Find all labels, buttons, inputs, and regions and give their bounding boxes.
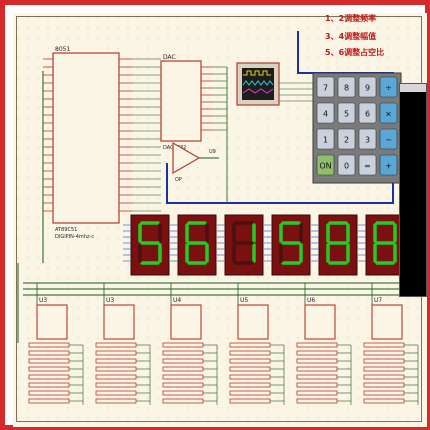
seven-segment-digit: [123, 214, 170, 276]
keypad-key-label: 3: [365, 136, 370, 145]
keypad-key-label: 4: [323, 110, 328, 119]
keypad-key[interactable]: 2: [337, 128, 356, 150]
mcu-part: AT89C51: [55, 227, 77, 233]
mcu-ref: 8051: [55, 46, 70, 53]
counter-ref: U7: [374, 297, 382, 304]
counter-chip[interactable]: U5: [229, 283, 285, 405]
keypad-key-label: −: [385, 136, 392, 145]
keypad-key[interactable]: 3: [358, 128, 377, 150]
seven-segment-digit: [311, 214, 358, 276]
keypad-key[interactable]: =: [358, 154, 377, 176]
keypad-key[interactable]: 4: [316, 102, 335, 124]
oscilloscope-window[interactable]: [399, 83, 427, 297]
keypad-key[interactable]: 1: [316, 128, 335, 150]
keypad-key[interactable]: ×: [379, 102, 398, 124]
keypad-key-label: 1: [323, 136, 328, 145]
note-amplitude: 3、4调整幅值: [325, 32, 377, 41]
oscilloscope-thumbnail[interactable]: [236, 62, 280, 106]
counter-chip[interactable]: U3: [95, 283, 151, 405]
keypad-key[interactable]: −: [379, 128, 398, 150]
keypad-key[interactable]: 8: [337, 76, 356, 98]
counter-chip[interactable]: U7: [363, 283, 419, 405]
keypad-key-label: 9: [365, 84, 370, 93]
keypad-key[interactable]: +: [379, 154, 398, 176]
keypad-key-label: 0: [344, 162, 349, 171]
seven-segment-digit: [264, 214, 311, 276]
keypad-key-label: ÷: [385, 84, 392, 93]
counter-chips: U3 U3 U4 U5 U6 U7: [28, 283, 419, 405]
seven-segment-digit: [217, 214, 264, 276]
keypad-key[interactable]: 7: [316, 76, 335, 98]
keypad-key[interactable]: ON: [316, 154, 335, 176]
counter-ref: U3: [39, 297, 47, 304]
keypad-key-label: 6: [365, 110, 370, 119]
note-frequency: 1、2调整频率: [325, 14, 377, 23]
oscilloscope-titlebar[interactable]: [400, 84, 426, 92]
keypad-key-label: +: [385, 162, 392, 171]
opamp[interactable]: U9 OP: [172, 141, 219, 183]
mcu-chip[interactable]: 8051 AT89C51 DIGIPIN-4mhz-c: [43, 46, 161, 240]
keypad-key-label: =: [364, 162, 371, 171]
keypad-key-label: 7: [323, 84, 328, 93]
counter-ref: U4: [173, 297, 181, 304]
keypad-key[interactable]: 6: [358, 102, 377, 124]
opamp-ref: U9: [209, 149, 216, 155]
schematic-sheet: 1、2调整频率 3、4调整幅值 5、6调整占空比 8051 AT89C51 DI…: [13, 13, 427, 427]
seven-segment-digit: [170, 214, 217, 276]
keypad-key-label: 5: [344, 110, 349, 119]
note-duty-cycle: 5、6调整占空比: [325, 48, 385, 57]
keypad-key-label: 2: [344, 136, 349, 145]
opamp-part: OP: [175, 177, 182, 183]
keypad-key[interactable]: 0: [337, 154, 356, 176]
keypad-key-label: ON: [319, 162, 331, 171]
keypad-key[interactable]: ÷: [379, 76, 398, 98]
keypad-key-label: ×: [385, 110, 392, 119]
counter-ref: U3: [106, 297, 114, 304]
counter-chip[interactable]: U6: [296, 283, 352, 405]
seven-segment-displays: [123, 214, 405, 276]
counter-ref: U6: [307, 297, 315, 304]
keypad-key[interactable]: 9: [358, 76, 377, 98]
dac-ref: DAC: [163, 54, 176, 61]
seven-segment-digit: [358, 214, 405, 276]
schematic-canvas: 8051 AT89C51 DIGIPIN-4mhz-c DAC DAC0832 …: [17, 31, 419, 405]
mcu-footer: DIGIPIN-4mhz-c: [55, 234, 94, 240]
counter-ref: U5: [240, 297, 248, 304]
keypad: 7 8 9 ÷ 4 5 6 × 1 2 3 − ON 0 = +: [312, 72, 402, 184]
counter-chip[interactable]: U3: [28, 283, 84, 405]
keypad-key[interactable]: 5: [337, 102, 356, 124]
counter-chip[interactable]: U4: [162, 283, 218, 405]
keypad-key-label: 8: [344, 84, 349, 93]
